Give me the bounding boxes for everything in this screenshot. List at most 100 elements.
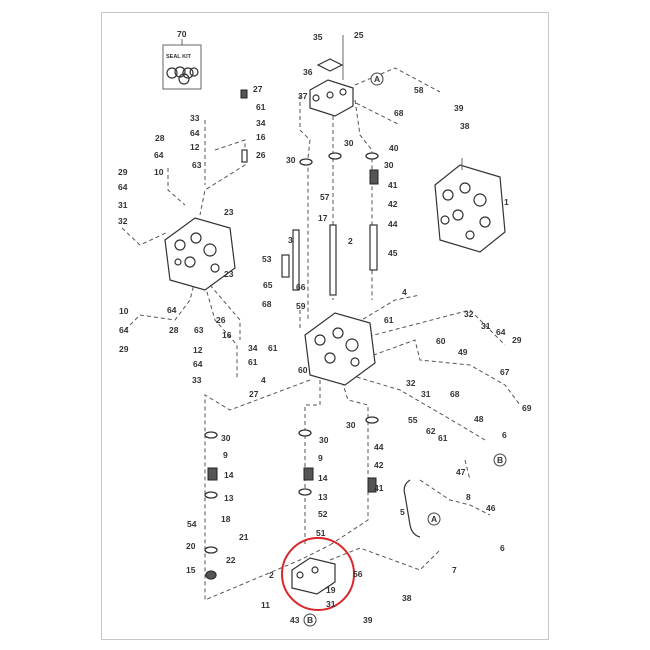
part-number-label[interactable]: 12 [193,345,203,355]
part-number-label[interactable]: 13 [318,492,328,502]
part-number-label[interactable]: 40 [389,143,399,153]
part-number-label[interactable]: 63 [192,160,202,170]
part-number-label[interactable]: 29 [512,335,522,345]
part-number-label[interactable]: 31 [421,389,431,399]
part-number-label[interactable]: 67 [500,367,510,377]
part-number-label[interactable]: 5 [400,507,405,517]
part-number-label[interactable]: 9 [223,450,228,460]
part-number-label[interactable]: 30 [319,435,329,445]
part-number-label[interactable]: 64 [193,359,203,369]
part-number-label[interactable]: 29 [118,167,128,177]
part-number-label[interactable]: 54 [187,519,197,529]
part-number-label[interactable]: 47 [456,467,466,477]
part-number-label[interactable]: 63 [194,325,204,335]
part-number-label[interactable]: 60 [298,365,308,375]
part-number-label[interactable]: 65 [263,280,273,290]
part-number-label[interactable]: 28 [155,133,165,143]
part-number-label[interactable]: 58 [414,85,424,95]
part-number-label[interactable]: 39 [454,103,464,113]
part-number-label[interactable]: 38 [460,121,470,131]
part-number-label[interactable]: 18 [221,514,231,524]
part-number-label[interactable]: 36 [303,67,313,77]
part-number-label[interactable]: 41 [388,180,398,190]
part-number-label[interactable]: 34 [256,118,266,128]
part-number-label[interactable]: 30 [221,433,231,443]
part-number-label[interactable]: 9 [318,453,323,463]
part-number-label[interactable]: 44 [374,442,384,452]
part-number-label[interactable]: 20 [186,541,196,551]
part-number-label[interactable]: 13 [224,493,234,503]
part-number-label[interactable]: 8 [466,492,471,502]
part-number-label[interactable]: 61 [256,102,266,112]
part-number-label[interactable]: 27 [249,389,259,399]
part-number-label[interactable]: 29 [119,344,129,354]
part-number-label[interactable]: 39 [363,615,373,625]
part-number-label[interactable]: 30 [384,160,394,170]
part-number-label[interactable]: 31 [481,321,491,331]
valve-assembly-complete[interactable] [434,158,506,253]
part-number-label[interactable]: 60 [436,336,446,346]
part-number-label[interactable]: 64 [119,325,129,335]
part-number-label[interactable]: 3 [288,235,293,245]
part-number-label[interactable]: 6 [500,543,505,553]
part-number-label[interactable]: 14 [318,473,328,483]
part-number-label[interactable]: 28 [169,325,179,335]
part-number-label[interactable]: 33 [190,113,200,123]
part-number-label[interactable]: 30 [346,420,356,430]
part-number-label[interactable]: 32 [118,216,128,226]
part-number-label[interactable]: 42 [388,199,398,209]
part-number-label[interactable]: 16 [256,132,266,142]
part-number-label[interactable]: 43 [290,615,300,625]
part-number-label[interactable]: 68 [394,108,404,118]
part-number-label[interactable]: 42 [374,460,384,470]
part-number-label[interactable]: 64 [496,327,506,337]
part-number-label[interactable]: 32 [464,309,474,319]
valve-body-left[interactable] [164,217,236,291]
part-number-label[interactable]: 6 [502,430,507,440]
part-number-label[interactable]: 46 [486,503,496,513]
part-number-label[interactable]: 31 [118,200,128,210]
valve-body-top[interactable] [309,35,354,117]
part-number-label[interactable]: 10 [154,167,164,177]
part-number-label[interactable]: 31 [326,599,336,609]
part-number-label[interactable]: 59 [296,301,306,311]
part-number-label[interactable]: 19 [326,585,336,595]
part-number-label[interactable]: 11 [261,600,270,610]
part-number-label[interactable]: 4 [261,375,266,385]
part-number-label[interactable]: 45 [388,248,398,258]
part-number-label[interactable]: 64 [154,150,164,160]
part-number-label[interactable]: 32 [406,378,416,388]
part-number-label[interactable]: 4 [402,287,407,297]
part-number-label[interactable]: 55 [408,415,418,425]
part-number-label[interactable]: 2 [269,570,274,580]
part-number-label[interactable]: 49 [458,347,468,357]
part-number-label[interactable]: 64 [190,128,200,138]
part-number-label[interactable]: 38 [402,593,412,603]
part-number-label[interactable]: 34 [248,343,258,353]
part-number-label[interactable]: 61 [438,433,448,443]
part-number-label[interactable]: 26 [216,315,226,325]
part-number-label[interactable]: 16 [222,330,232,340]
part-number-label[interactable]: 64 [167,305,177,315]
part-number-label[interactable]: 61 [248,357,258,367]
part-number-label[interactable]: 68 [450,389,460,399]
part-number-label[interactable]: 23 [224,207,234,217]
valve-body-center[interactable] [304,312,376,386]
part-number-label[interactable]: 21 [239,532,249,542]
part-number-label[interactable]: 30 [344,138,354,148]
part-number-label[interactable]: 61 [384,315,394,325]
part-number-label[interactable]: 37 [298,91,308,101]
part-number-label[interactable]: 17 [318,213,328,223]
part-number-label[interactable]: 27 [253,84,263,94]
part-number-label[interactable]: 35 [313,32,323,42]
part-number-label[interactable]: 33 [192,375,202,385]
part-number-label[interactable]: 69 [522,403,532,413]
part-number-label[interactable]: 15 [186,565,196,575]
part-number-label[interactable]: 52 [318,509,328,519]
part-number-label[interactable]: 2 [348,236,353,246]
part-number-label[interactable]: 57 [320,192,330,202]
part-number-label[interactable]: 10 [119,306,129,316]
part-number-label[interactable]: 23 [224,269,234,279]
part-number-label[interactable]: 22 [226,555,236,565]
part-number-label[interactable]: 14 [224,470,234,480]
